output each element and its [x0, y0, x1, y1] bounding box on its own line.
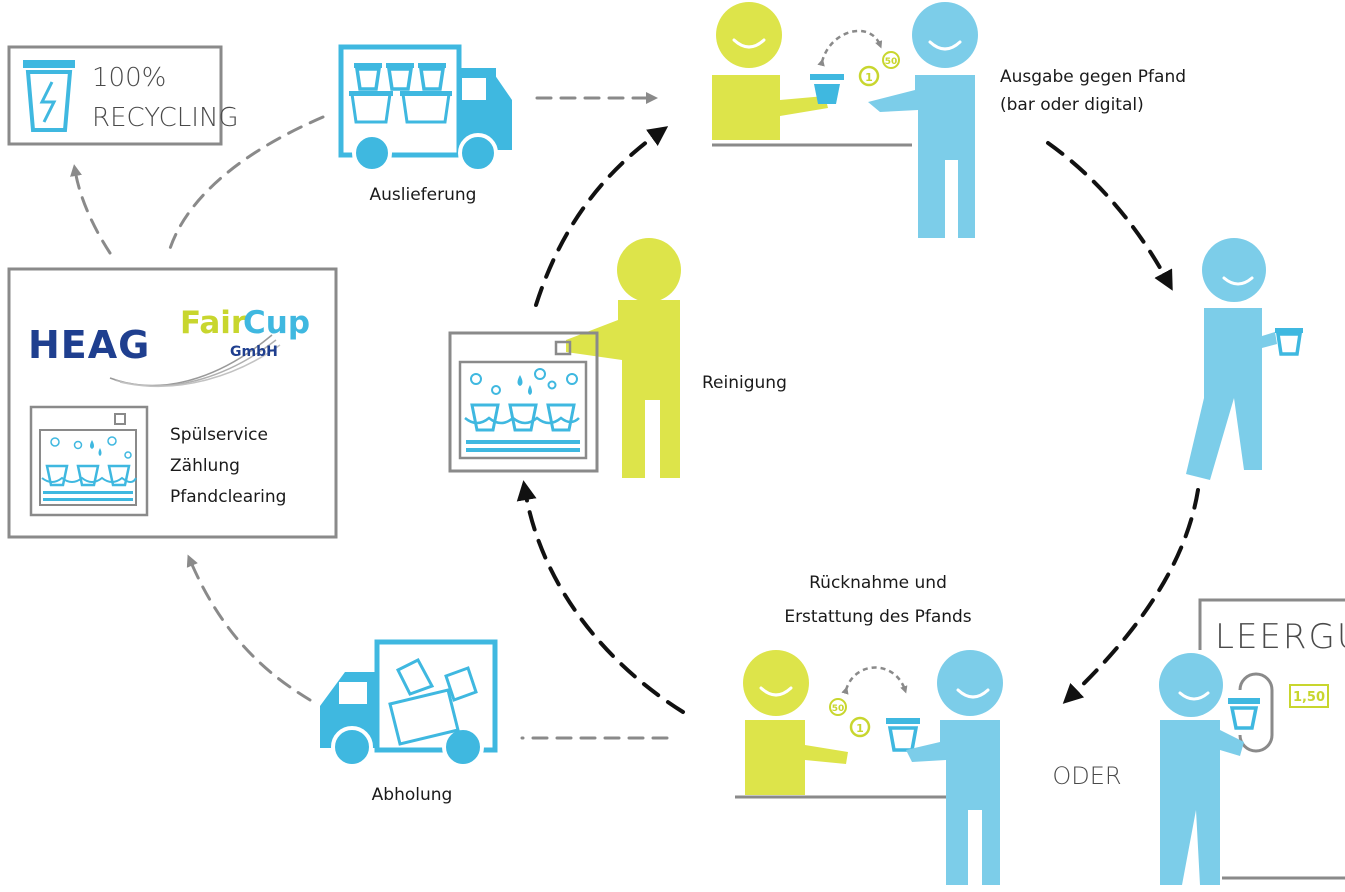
main-cycle-arrows	[516, 126, 1200, 714]
cleaning-label: Reinigung	[702, 373, 787, 393]
machine-cup-icon	[1228, 698, 1260, 730]
machine-slot	[1238, 672, 1274, 753]
return-scene: 50 1	[735, 650, 1003, 885]
svg-text:50: 50	[832, 704, 845, 714]
hub-frame	[7, 267, 338, 539]
hub-dishwasher-icon	[29, 405, 149, 517]
return-vendor-figure	[743, 650, 848, 795]
pickup-label: Abholung	[372, 785, 453, 805]
recycling-cup-icon	[23, 60, 75, 132]
arrow-issue-to-customer	[1046, 141, 1173, 291]
hub-service-spuelservice: Spülservice	[170, 425, 268, 445]
svg-text:50: 50	[885, 57, 898, 67]
recycling-frame	[7, 45, 223, 146]
arrow-return-to-cleaning	[516, 480, 685, 714]
faircup-cup-text: Cup	[243, 305, 310, 341]
return-coin-50-icon: 50	[829, 698, 847, 716]
issue-scene: 1 50	[712, 2, 978, 238]
issue-vendor-figure	[712, 2, 828, 140]
return-cup-icon	[886, 718, 920, 752]
arrow-cleaning-to-issue	[534, 126, 669, 307]
issue-label-line1: Ausgabe gegen Pfand	[1000, 67, 1186, 87]
return-label-line1: Rücknahme und	[809, 573, 947, 593]
issue-label-line2: (bar oder digital)	[1000, 95, 1144, 115]
arrow-customer-to-return	[1062, 488, 1200, 704]
issue-exchange-arrow	[817, 29, 883, 67]
recycling-line1: 100%	[92, 63, 166, 93]
hub-service-zaehlung: Zählung	[170, 456, 240, 476]
issue-customer-figure	[868, 2, 978, 238]
arrow-delivery-to-hub-link	[166, 115, 325, 257]
issue-coin-50-icon: 50	[882, 51, 900, 69]
delivery-truck-icon	[338, 44, 512, 173]
gray-flow-arrows	[70, 92, 669, 740]
cleaning-person-figure	[566, 238, 681, 478]
arrow-hub-to-recycling	[70, 164, 112, 255]
hub-service-pfandclearing: Pfandclearing	[170, 487, 286, 507]
issue-cup-icon	[810, 74, 844, 104]
heag-logo: HEAG Fair Cup GmbH	[28, 305, 310, 388]
machine-customer-figure	[1159, 653, 1260, 885]
svg-text:1: 1	[856, 722, 864, 735]
machine-title: LEERGUT	[1215, 617, 1345, 657]
machine-display	[1289, 684, 1329, 708]
return-customer-figure	[906, 650, 1003, 885]
customer-cup-icon	[1273, 326, 1305, 356]
gmbh-text: GmbH	[230, 344, 278, 360]
pickup-truck-icon	[320, 639, 498, 768]
recycling-box: 100% RECYCLING	[7, 45, 239, 146]
return-coin-1-icon: 1	[849, 716, 871, 738]
svg-text:1: 1	[865, 71, 873, 84]
faircup-fair-text: Fair	[180, 305, 247, 341]
delivery-label: Auslieferung	[370, 185, 477, 205]
arrow-pickup-to-hub	[186, 554, 312, 702]
recycling-line2: RECYCLING	[92, 103, 239, 133]
return-exchange-arrow	[841, 666, 908, 695]
or-label: ODER	[1052, 762, 1121, 790]
hub-box: HEAG Fair Cup GmbH Spülservice Zä	[7, 267, 338, 539]
customer-holding-cup-figure	[1186, 238, 1305, 480]
cleaning-dishwasher-icon	[448, 331, 599, 473]
heag-logo-text: HEAG	[28, 323, 150, 367]
machine-display-value: 1,50	[1293, 690, 1325, 705]
return-label-line2: Erstattung des Pfands	[784, 607, 971, 627]
issue-coin-1-icon: 1	[858, 65, 880, 87]
return-machine: LEERGUT 1,50	[1159, 598, 1345, 885]
